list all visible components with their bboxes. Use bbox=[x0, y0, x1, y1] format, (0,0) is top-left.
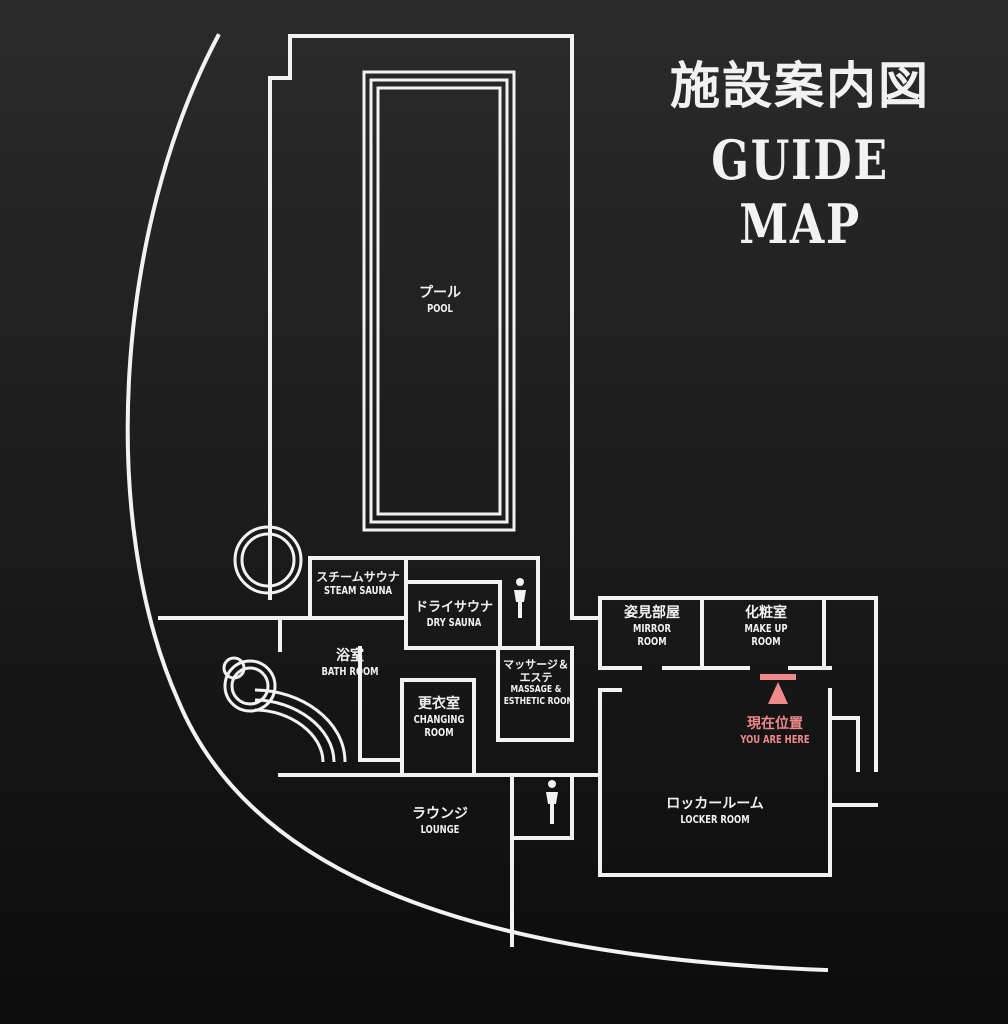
label-mirror-room: 姿見部屋 MIRROR ROOM bbox=[604, 605, 700, 648]
label-massage-en2: ESTHETIC ROOM bbox=[503, 696, 575, 708]
label-changing-room-en1: CHANGING bbox=[413, 712, 465, 726]
label-dry-sauna-en: DRY SAUNA bbox=[426, 615, 482, 629]
label-mirror-room-en1: MIRROR bbox=[632, 621, 672, 635]
dry-sauna-walls bbox=[404, 556, 540, 650]
label-massage-jp2: エステ bbox=[519, 671, 553, 685]
label-locker-room-jp: ロッカールーム bbox=[666, 796, 764, 812]
massage-room-walls bbox=[496, 646, 574, 742]
label-make-up: 化粧室 MAKE UP ROOM bbox=[716, 605, 816, 648]
pool-basin-outer bbox=[362, 70, 516, 532]
label-steam-sauna-jp: スチームサウナ bbox=[316, 570, 400, 584]
corridor-walls bbox=[498, 616, 540, 650]
label-massage-jp1: マッサージ＆ bbox=[503, 658, 569, 671]
east-wing-walls bbox=[822, 596, 878, 807]
label-mirror-room-en2: ROOM bbox=[637, 634, 667, 648]
label-pool-jp: プール bbox=[419, 285, 461, 301]
bath-tub-arc-3 bbox=[254, 708, 325, 763]
label-locker-room: ロッカールーム LOCKER ROOM bbox=[650, 796, 780, 826]
label-changing-room-en2: ROOM bbox=[424, 725, 454, 739]
label-pool: プール POOL bbox=[400, 285, 480, 315]
label-make-up-en1: MAKE UP bbox=[744, 621, 788, 635]
label-massage-en1: MASSAGE & bbox=[510, 684, 562, 696]
female-toilet-icon bbox=[546, 780, 558, 824]
pool-hall-outline bbox=[268, 34, 602, 620]
label-pool-en: POOL bbox=[427, 301, 453, 315]
female-toilet-icon bbox=[514, 578, 526, 618]
bath-tub-ring-small bbox=[222, 656, 246, 680]
label-you-are-here-en: YOU ARE HERE bbox=[740, 732, 810, 746]
hot-tub-inner bbox=[240, 532, 296, 588]
label-lounge-jp: ラウンジ bbox=[412, 806, 468, 822]
label-massage: マッサージ＆ エステ MASSAGE & ESTHETIC ROOM bbox=[498, 658, 574, 708]
mirror-makeup-walls bbox=[598, 596, 832, 670]
label-lounge: ラウンジ LOUNGE bbox=[400, 806, 480, 836]
you-are-here-bar bbox=[760, 674, 796, 680]
label-changing-room: 更衣室 CHANGING ROOM bbox=[404, 696, 474, 739]
label-bath-room: 浴室 BATH ROOM bbox=[305, 648, 395, 678]
label-dry-sauna: ドライサウナ DRY SAUNA bbox=[408, 600, 500, 629]
label-you-are-here-jp: 現在位置 bbox=[747, 716, 803, 732]
label-bath-room-jp: 浴室 bbox=[336, 648, 364, 664]
lounge-walls bbox=[510, 773, 574, 947]
label-make-up-jp: 化粧室 bbox=[745, 605, 787, 621]
hot-tub-outer bbox=[233, 525, 303, 595]
locker-room-walls bbox=[598, 688, 832, 877]
label-bath-room-en: BATH ROOM bbox=[321, 664, 379, 678]
label-you-are-here: 現在位置 YOU ARE HERE bbox=[720, 716, 830, 746]
outer-curved-wall bbox=[125, 33, 829, 973]
label-make-up-en2: ROOM bbox=[751, 634, 781, 648]
map-title-en: GUIDE MAP bbox=[711, 128, 889, 256]
label-dry-sauna-jp: ドライサウナ bbox=[414, 600, 493, 615]
map-title-jp: 施設案内図 bbox=[670, 56, 930, 115]
label-changing-room-jp: 更衣室 bbox=[418, 696, 460, 712]
label-mirror-room-jp: 姿見部屋 bbox=[624, 605, 680, 621]
label-locker-room-en: LOCKER ROOM bbox=[680, 812, 750, 826]
bath-tub-arc-1 bbox=[254, 688, 347, 763]
pool-basin-middle bbox=[369, 78, 509, 524]
you-are-here-marker-icon bbox=[768, 682, 788, 704]
bath-tub-ring-outer bbox=[223, 659, 277, 713]
label-steam-sauna: スチームサウナ STEAM SAUNA bbox=[312, 570, 404, 598]
label-lounge-en: LOUNGE bbox=[420, 822, 460, 836]
pool-basin-inner bbox=[376, 86, 502, 516]
bath-room-walls bbox=[278, 616, 602, 777]
bath-tub-ring-inner bbox=[230, 666, 270, 706]
label-steam-sauna-en: STEAM SAUNA bbox=[323, 584, 393, 598]
